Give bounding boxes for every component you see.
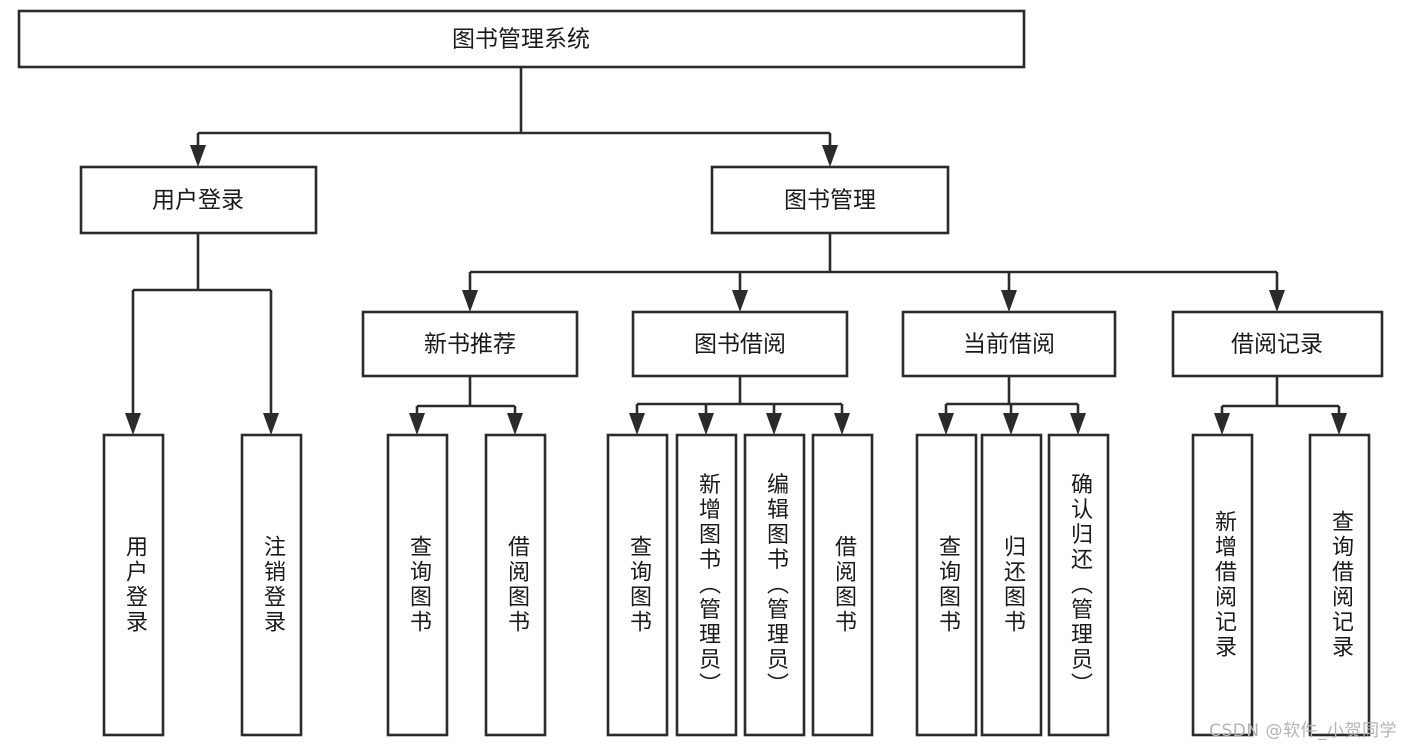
node-leaf-borrow-book-2-label: 借阅图书 (831, 535, 857, 635)
node-leaf-user-logout-label: 注销登录 (260, 535, 286, 635)
csdn-watermark: CSDN @软件_小贺同学 (1209, 721, 1397, 741)
arrow-head-leaf-query-book-1 (409, 413, 425, 435)
node-leaf-user-logout[interactable]: 注销登录 (240, 433, 303, 737)
node-current-borrow-label: 当前借阅 (963, 332, 1055, 358)
arrow-head-leaf-query-book-3 (938, 413, 954, 435)
node-book-borrow-label: 图书借阅 (694, 332, 786, 358)
node-user-login[interactable]: 用户登录 (79, 165, 318, 235)
node-book-manage[interactable]: 图书管理 (710, 165, 950, 235)
arrow-head-leaf-add-book (698, 413, 714, 435)
node-leaf-return-book-label: 归还图书 (1000, 535, 1026, 635)
node-leaf-confirm-return[interactable]: 确认归还（管理员） (1047, 433, 1110, 737)
node-book-manage-label: 图书管理 (784, 188, 876, 214)
arrow-head-new-book-recommend (462, 290, 478, 312)
node-user-login-label: 用户登录 (152, 188, 244, 214)
node-leaf-confirm-return-box[interactable] (1047, 433, 1110, 737)
node-leaf-user-login-box[interactable] (102, 433, 165, 737)
arrow-head-leaf-add-record (1214, 413, 1230, 435)
node-leaf-query-book-1-box[interactable] (386, 433, 449, 737)
arrow-head-leaf-borrow-book-2 (834, 413, 850, 435)
arrow-head-leaf-return-book (1003, 413, 1019, 435)
node-current-borrow-box[interactable] (901, 310, 1117, 378)
node-root-label: 图书管理系统 (452, 27, 590, 53)
node-leaf-query-book-3-box[interactable] (915, 433, 978, 737)
node-borrow-record[interactable]: 借阅记录 (1171, 310, 1384, 378)
node-leaf-user-logout-box[interactable] (240, 433, 303, 737)
node-leaf-borrow-book-1[interactable]: 借阅图书 (484, 433, 547, 737)
node-user-login-box[interactable] (79, 165, 318, 235)
node-new-book-recommend-label: 新书推荐 (424, 332, 516, 358)
node-root-box[interactable] (17, 9, 1026, 69)
node-borrow-record-label: 借阅记录 (1231, 332, 1323, 358)
node-leaf-query-record[interactable]: 查询借阅记录 (1308, 433, 1371, 737)
node-leaf-edit-book[interactable]: 编辑图书（管理员） (743, 433, 806, 737)
node-leaf-query-book-3-label: 查询图书 (935, 535, 961, 635)
node-leaf-borrow-book-2[interactable]: 借阅图书 (811, 433, 874, 737)
node-leaf-confirm-return-label: 确认归还（管理员） (1067, 473, 1093, 698)
node-root[interactable]: 图书管理系统 (17, 9, 1026, 69)
arrow-head-leaf-user-logout (263, 413, 279, 435)
node-new-book-recommend-box[interactable] (361, 310, 579, 378)
edge-layer (125, 67, 1347, 435)
arrow-head-leaf-edit-book (766, 413, 782, 435)
node-leaf-borrow-book-2-box[interactable] (811, 433, 874, 737)
node-leaf-borrow-book-1-box[interactable] (484, 433, 547, 737)
arrow-head-book-borrow (732, 290, 748, 312)
node-leaf-query-book-2[interactable]: 查询图书 (606, 433, 669, 737)
node-leaf-query-book-2-box[interactable] (606, 433, 669, 737)
node-leaf-return-book[interactable]: 归还图书 (980, 433, 1043, 737)
arrow-head-leaf-user-login (125, 413, 141, 435)
node-leaf-user-login[interactable]: 用户登录 (102, 433, 165, 737)
node-leaf-return-book-box[interactable] (980, 433, 1043, 737)
node-leaf-add-book[interactable]: 新增图书（管理员） (675, 433, 738, 737)
node-leaf-add-book-box[interactable] (675, 433, 738, 737)
node-leaf-query-record-box[interactable] (1308, 433, 1371, 737)
node-leaf-query-book-2-label: 查询图书 (626, 535, 652, 635)
arrow-head-leaf-query-book-2 (629, 413, 645, 435)
node-leaf-query-book-3[interactable]: 查询图书 (915, 433, 978, 737)
node-book-borrow-box[interactable] (631, 310, 849, 378)
node-leaf-borrow-book-1-label: 借阅图书 (504, 535, 530, 635)
arrow-head-user-login (190, 145, 206, 167)
arrow-head-leaf-borrow-book-1 (507, 413, 523, 435)
node-current-borrow[interactable]: 当前借阅 (901, 310, 1117, 378)
node-leaf-add-book-label: 新增图书（管理员） (695, 473, 721, 698)
node-leaf-query-book-1-label: 查询图书 (406, 535, 432, 635)
arrow-head-book-manage (822, 145, 838, 167)
node-leaf-add-record[interactable]: 新增借阅记录 (1191, 433, 1254, 737)
node-borrow-record-box[interactable] (1171, 310, 1384, 378)
arrow-head-borrow-record (1269, 290, 1285, 312)
arrow-head-leaf-query-record (1331, 413, 1347, 435)
node-leaf-edit-book-box[interactable] (743, 433, 806, 737)
node-book-manage-box[interactable] (710, 165, 950, 235)
node-leaf-query-book-1[interactable]: 查询图书 (386, 433, 449, 737)
node-leaf-add-record-label: 新增借阅记录 (1211, 510, 1237, 660)
node-leaf-add-record-box[interactable] (1191, 433, 1254, 737)
arrow-head-leaf-confirm-return (1070, 413, 1086, 435)
node-leaf-user-login-label: 用户登录 (122, 535, 148, 635)
arrow-head-current-borrow (1001, 290, 1017, 312)
node-book-borrow[interactable]: 图书借阅 (631, 310, 849, 378)
node-leaf-query-record-label: 查询借阅记录 (1328, 510, 1354, 660)
node-new-book-recommend[interactable]: 新书推荐 (361, 310, 579, 378)
node-leaf-edit-book-label: 编辑图书（管理员） (763, 473, 789, 698)
